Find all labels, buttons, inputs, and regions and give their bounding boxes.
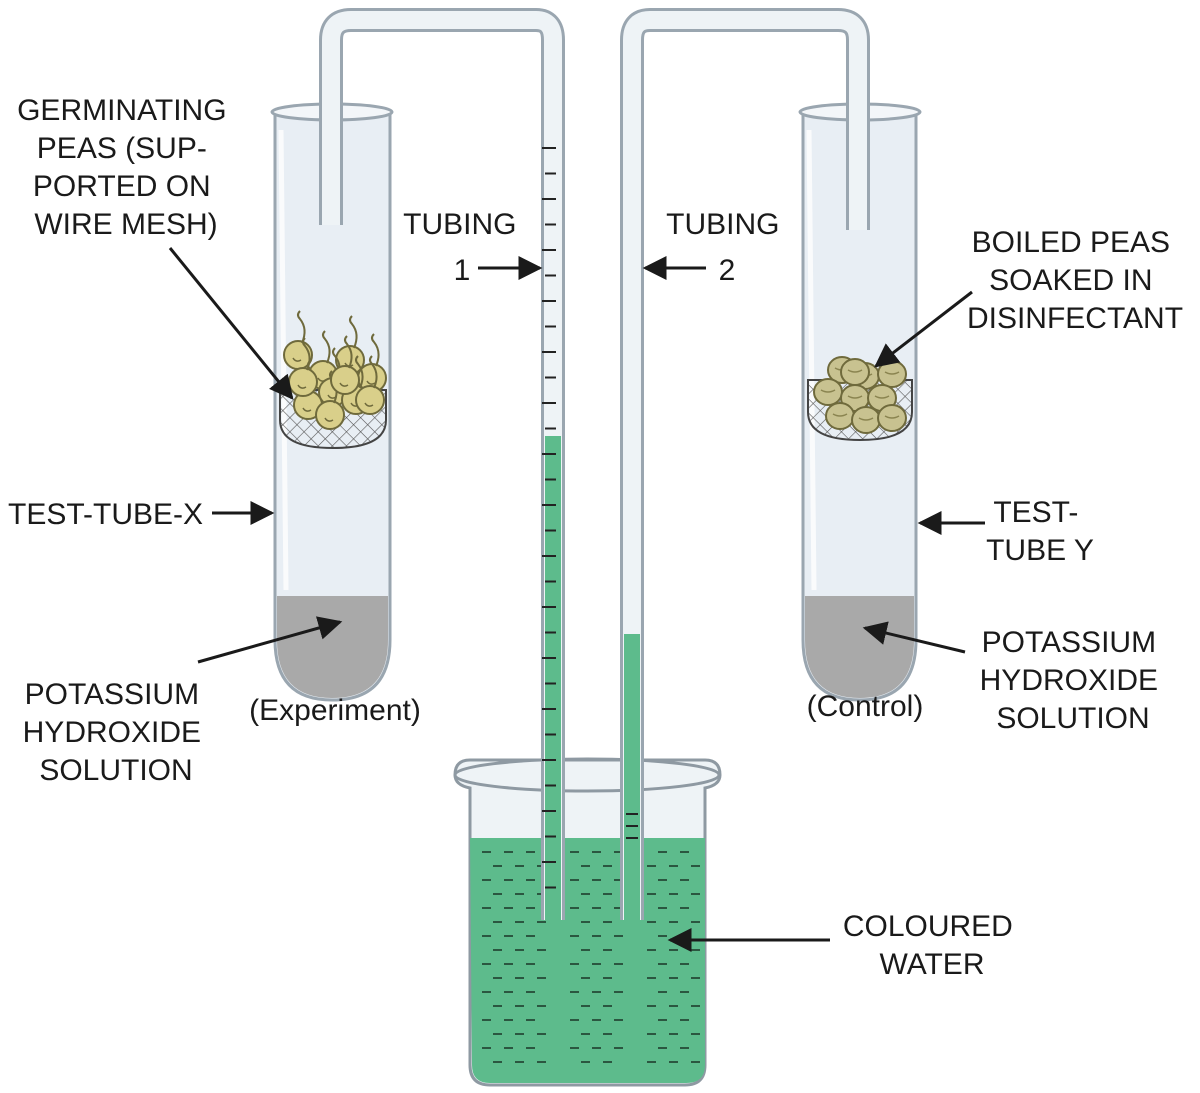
- label-germinating-peas: GERMINATING PEAS (SUP- PORTED ON WIRE ME…: [17, 94, 235, 241]
- koh-solution-right: [805, 596, 914, 698]
- label-test-tube-y: TEST- TUBE Y: [986, 496, 1094, 567]
- arrow-koh-left: [197, 616, 343, 664]
- coloured-water-fill: [470, 838, 705, 1083]
- germinating-peas: [283, 310, 387, 430]
- tubing-2-water-column: [624, 634, 640, 920]
- water-dashes: [482, 851, 700, 1063]
- arrow-boiled-peas: [874, 290, 973, 368]
- label-koh-right: POTASSIUM HYDROXIDE SOLUTION: [980, 626, 1167, 735]
- arrow-koh-right: [862, 621, 966, 654]
- pointer-arrows: [168, 247, 985, 952]
- label-control: (Control): [807, 690, 924, 723]
- arrow-germinating-peas: [168, 247, 294, 400]
- label-tubing-2: TUBING 2: [666, 208, 788, 287]
- beaker: [453, 757, 722, 1087]
- label-test-tube-x: TEST-TUBE-X: [8, 498, 203, 531]
- label-boiled-peas: BOILED PEAS SOAKED IN DISINFECTANT: [967, 226, 1183, 335]
- tubing-1-scale: [542, 147, 556, 889]
- tubing-1: [319, 8, 565, 920]
- tubing-1-water-column: [545, 436, 561, 920]
- tubing-2: [620, 8, 870, 920]
- label-koh-left: POTASSIUM HYDROXIDE SOLUTION: [23, 678, 210, 787]
- label-tubing-1: TUBING 1: [403, 208, 525, 287]
- label-coloured-water: COLOURED WATER: [843, 910, 1021, 981]
- label-experiment: (Experiment): [249, 694, 421, 727]
- koh-solution-left: [277, 596, 388, 698]
- boiled-peas: [813, 356, 907, 434]
